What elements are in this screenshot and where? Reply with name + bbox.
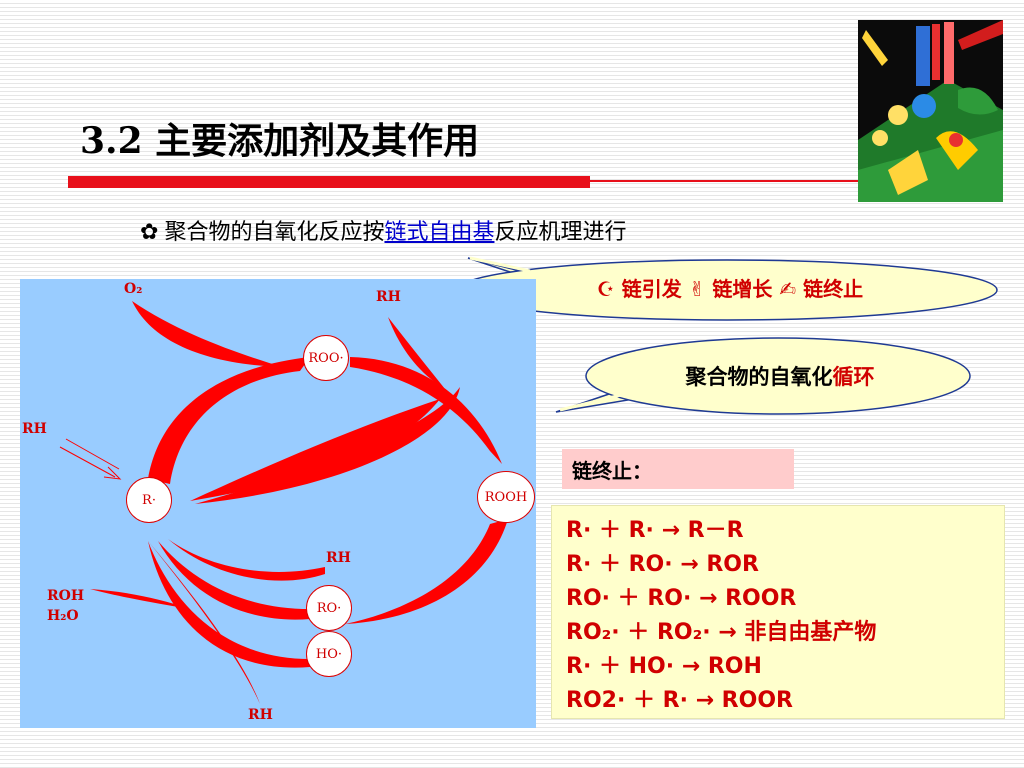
title-underline-bar (68, 176, 590, 188)
roh-output-arrow (90, 589, 190, 609)
roh-label: ROH (47, 588, 85, 604)
equation-line: R· ＋ HO· → ROH (566, 654, 762, 679)
decorative-photo (858, 20, 1003, 202)
r-radical-node: R· (126, 477, 172, 523)
autoxidation-cycle-diagram: ROO· R· ROOH RO· HO· O₂ RH RH RH ROH H₂O… (20, 279, 536, 728)
ho-radical-node: HO· (306, 631, 352, 677)
rh-mid-arrow (168, 539, 325, 581)
chain-termination-label: 链终止： (562, 449, 794, 489)
chain-termination-text: 链终止： (572, 458, 652, 483)
o2-arrow (132, 301, 282, 367)
ro-to-r-arrow (158, 541, 310, 620)
equation-line: R· ＋ R· → R－R (566, 518, 744, 543)
equation-line: RO2· ＋ R· → ROOR (566, 688, 793, 713)
ho-to-r-arrow (148, 541, 310, 668)
equation-line: RO₂· ＋ RO₂· → 非自由基产物 (566, 620, 877, 645)
callout-ellipse-2-body (585, 337, 971, 415)
rh-left-open-arrow (59, 438, 122, 480)
rh-mid-label: RH (326, 550, 351, 566)
autoxidation-text-red: 循环 (832, 365, 875, 389)
page-title: 3.2 主要添加剂及其作用 (80, 120, 480, 162)
equation-line: RO· ＋ RO· → ROOR (566, 586, 797, 611)
rh-bottom-label: RH (248, 707, 273, 723)
subtitle-text-after: 反应机理进行 (494, 220, 627, 245)
o2-label: O₂ (124, 281, 143, 297)
h2o-label: H₂O (47, 608, 79, 624)
title-underline-line (590, 180, 860, 182)
ro-radical-node: RO· (306, 585, 352, 631)
subtitle-text-before: 聚合物的自氧化反应按 (164, 220, 385, 245)
cycle-arrows (59, 301, 508, 704)
autoxidation-text-black: 聚合物的自氧化 (685, 365, 833, 389)
rh-left-label: RH (22, 421, 47, 437)
return-crescent (190, 399, 440, 501)
autoxidation-cycle-callout: 聚合物的自氧化循环 (655, 360, 905, 394)
roo-radical-node: ROO· (303, 335, 349, 381)
subtitle: ✿聚合物的自氧化反应按链式自由基反应机理进行 (140, 214, 626, 246)
equation-line: R· ＋ RO· → ROR (566, 552, 759, 577)
rh-top-label: RH (376, 289, 401, 305)
chain-radical-link[interactable]: 链式自由基 (384, 220, 495, 245)
rooh-node: ROOH (477, 471, 535, 523)
rooh-to-ro-arrow (345, 519, 508, 624)
roo-to-rooh-arrow (350, 357, 502, 464)
r-to-roo-arrow (148, 357, 310, 484)
equations-box: R· ＋ R· → R－R R· ＋ RO· → ROR RO· ＋ RO· →… (551, 505, 1005, 719)
flower-bullet-icon: ✿ (140, 220, 159, 245)
chain-stages-callout: ☪ 链引发 ✌ 链增长 ✍ 链终止 (596, 277, 864, 301)
